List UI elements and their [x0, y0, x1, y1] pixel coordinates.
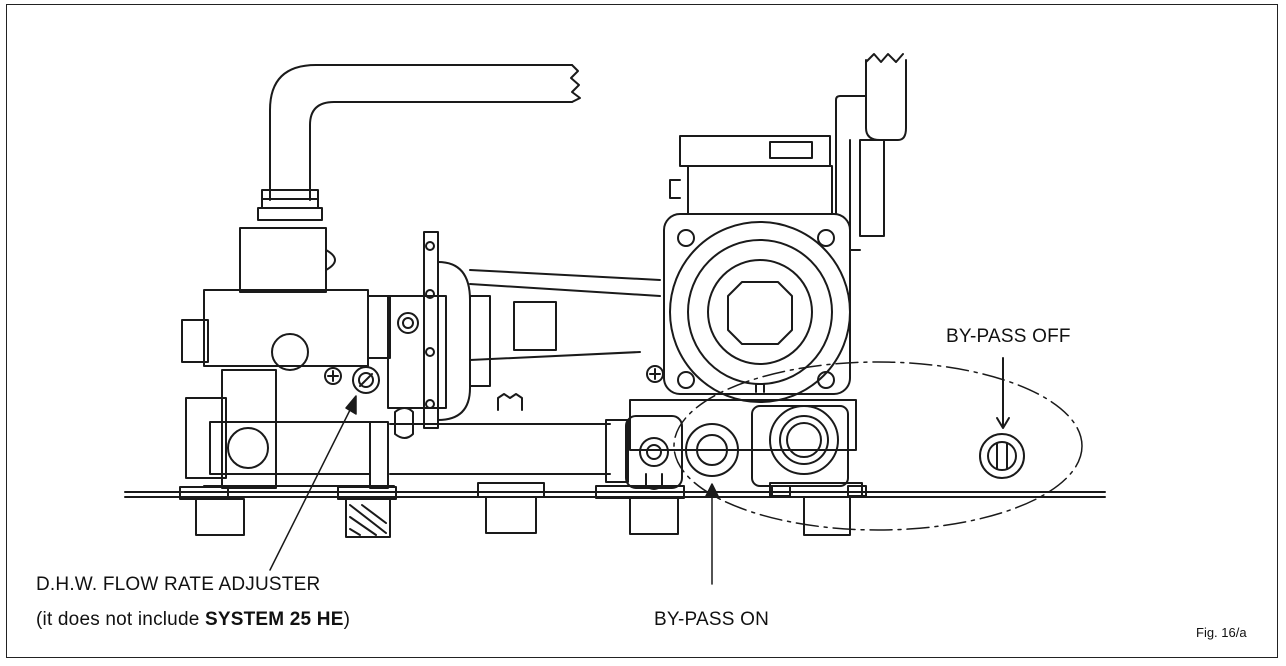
bypass-valves: [625, 399, 857, 490]
figure-caption: Fig. 16/a: [1196, 625, 1247, 640]
system-exclusion-note: (it does not include SYSTEM 25 HE): [36, 609, 350, 631]
figure-frame: [6, 4, 1278, 658]
bypass-on-label: BY-PASS ON: [654, 609, 769, 630]
note-bold: SYSTEM 25 HE: [204, 609, 344, 630]
bypass-off-label: BY-PASS OFF: [946, 326, 1071, 347]
dhw-flow-rate-adjuster-label: D.H.W. FLOW RATE ADJUSTER: [36, 574, 321, 595]
central-manifold: [387, 231, 661, 439]
note-suffix: ): [343, 609, 351, 630]
note-prefix: (it does not include: [36, 609, 205, 630]
adjuster-screws: [324, 365, 664, 394]
left-valve-body: [181, 227, 395, 489]
base-plate: [124, 491, 1106, 498]
left-pipe: [257, 64, 581, 221]
circulator-pump: [663, 135, 851, 403]
bypass-off-detail: [979, 357, 1025, 479]
right-pipe: [835, 53, 907, 251]
bottom-pipe: [389, 393, 629, 483]
leader-lines: [269, 395, 719, 585]
bypass-highlight-ellipse: [673, 361, 1083, 531]
